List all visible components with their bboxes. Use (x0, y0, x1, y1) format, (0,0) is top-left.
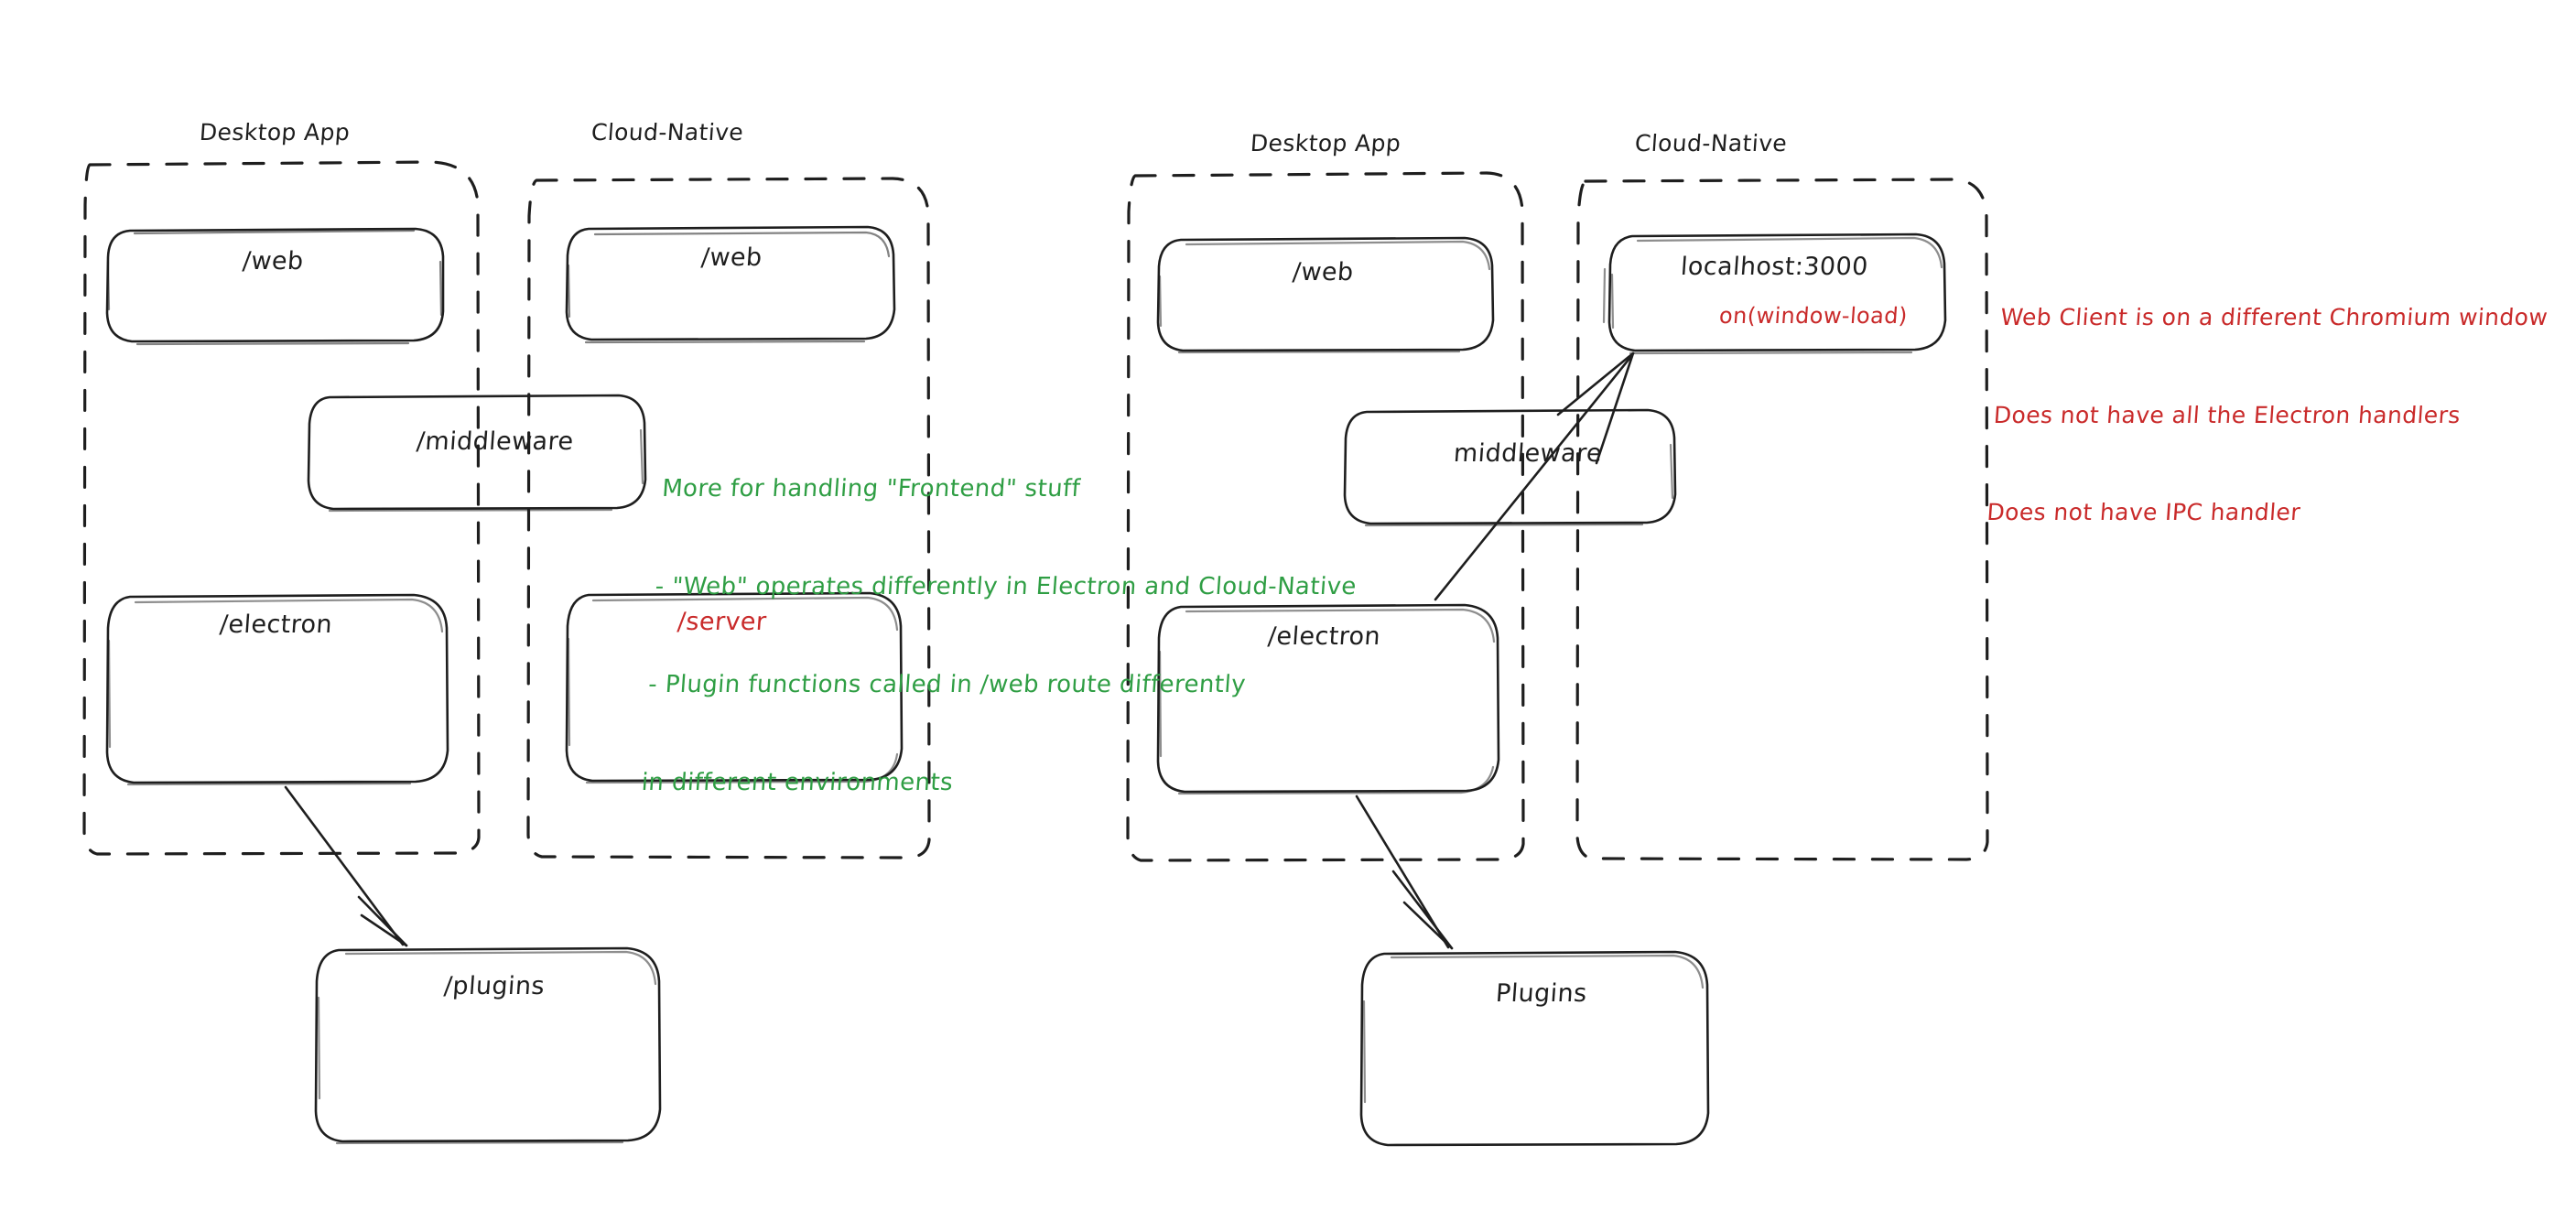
group-label-left-cloud-native: Cloud-Native (590, 119, 745, 146)
group-label-left-desktop-app: Desktop App (198, 119, 352, 146)
node-sublabel-r-localhost: on(window-load) (1718, 303, 1909, 329)
node-shape-l-plugins (314, 946, 662, 1145)
annotation-green-line-3: - Plugin functions called in /web route … (647, 670, 1247, 698)
annotation-red-line-2: Does not have all the Electron handlers (1993, 401, 2462, 428)
node-label-l-plugins: /plugins (442, 972, 546, 1000)
group-outline-right-desktop-app (1126, 171, 1525, 862)
node-shape-r-web (1156, 236, 1495, 354)
node-shape-l-middleware (307, 394, 647, 513)
group-label-right-cloud-native: Cloud-Native (1633, 130, 1789, 157)
arrow-right-electron-to-localhost (1434, 351, 1635, 601)
group-outline-right-cloud-native (1575, 178, 1989, 861)
node-shape-l-web (105, 227, 445, 346)
annotation-green-line-4: in different environments (640, 768, 955, 796)
node-shape-l-cn-web (565, 225, 896, 344)
node-label-l-electron: /electron (218, 611, 334, 639)
node-label-r-plugins: Plugins (1494, 979, 1588, 1008)
arrow-right-electron-to-plugins (1355, 794, 1454, 950)
node-shape-r-electron (1156, 603, 1500, 795)
node-label-r-localhost: localhost:3000 (1679, 253, 1869, 281)
annotation-green: More for handling "Frontend" stuff - "We… (636, 408, 1369, 865)
group-outline-left-cloud-native (526, 177, 931, 859)
annotation-red-line-3: Does not have IPC handler (1986, 499, 2302, 525)
group-label-right-desktop-app: Desktop App (1249, 130, 1402, 157)
node-shape-r-localhost (1602, 232, 1947, 355)
annotation-green-line-1: More for handling "Frontend" stuff (661, 475, 1082, 503)
node-label-r-web: /web (1291, 258, 1355, 286)
node-label-l-middleware: /middleware (415, 427, 575, 456)
annotation-green-line-2: - "Web" operates differently in Electron… (654, 573, 1358, 601)
node-shape-l-server (565, 591, 904, 784)
node-label-r-middleware: middleware (1452, 439, 1604, 468)
node-shape-r-middleware (1343, 408, 1677, 527)
node-shape-l-electron (105, 593, 449, 786)
annotation-red: Web Client is on a different Chromium wi… (1981, 236, 2553, 594)
node-label-l-web: /web (241, 247, 305, 276)
arrow-left-electron-to-plugins (284, 785, 408, 947)
annotation-red-line-1: Web Client is on a different Chromium wi… (1999, 304, 2549, 330)
node-label-l-cn-web: /web (699, 243, 763, 272)
node-shape-r-plugins (1359, 950, 1710, 1147)
